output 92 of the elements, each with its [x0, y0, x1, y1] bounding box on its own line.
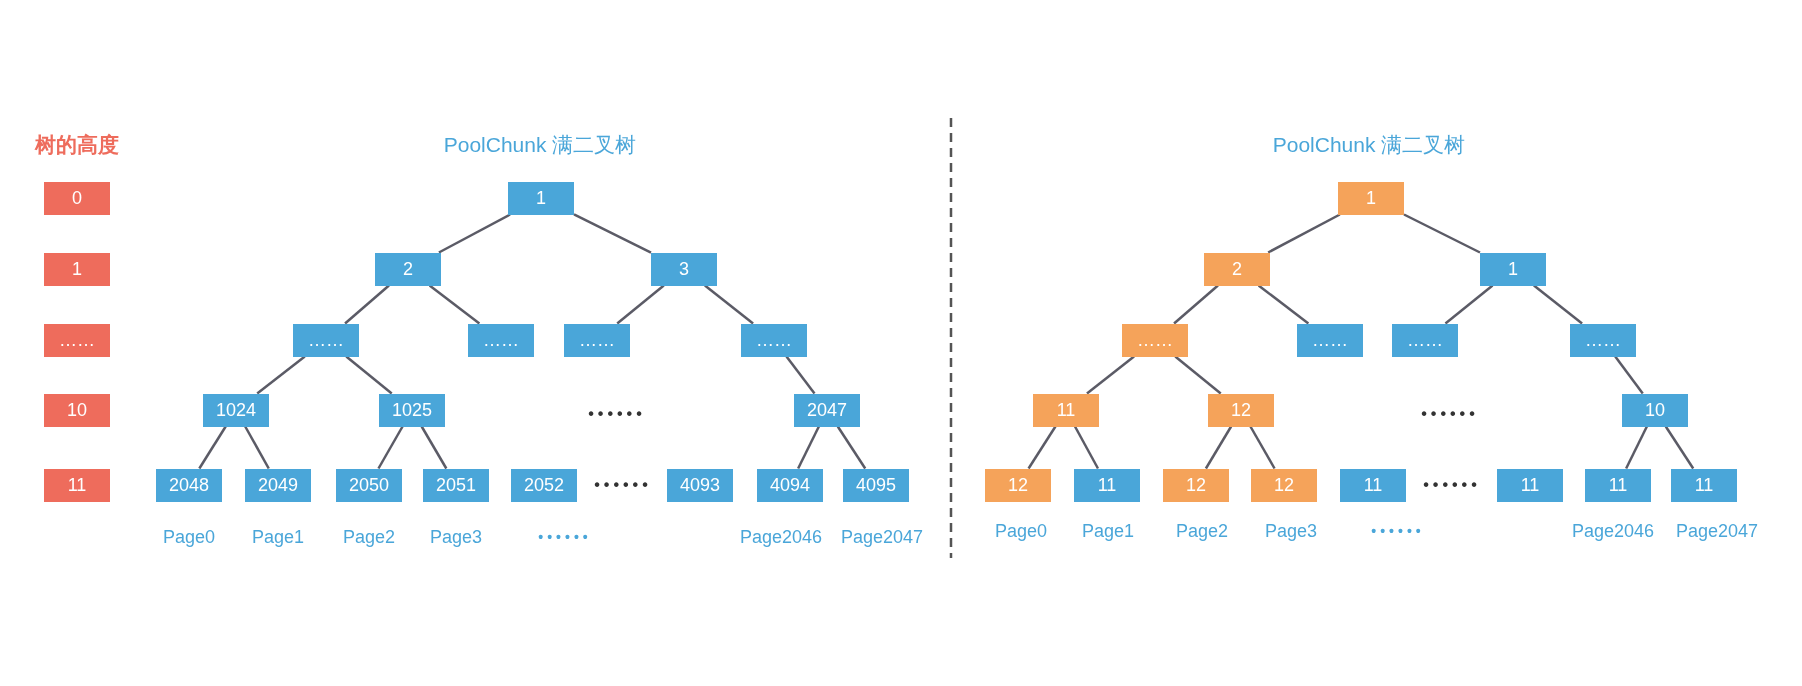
tree-edge [1533, 284, 1583, 325]
level-box: …… [44, 323, 110, 357]
tree-node-box: 10 [1622, 393, 1688, 427]
tree-edge [797, 425, 820, 470]
tree-edge [377, 425, 404, 470]
tree-edge [704, 284, 754, 325]
ellipsis-dots: •••••• [588, 405, 646, 423]
page-label: Page3 [1264, 520, 1318, 542]
ellipsis-dots: •••••• [1371, 523, 1425, 539]
tree-node-box: 4094 [757, 468, 823, 502]
tree-node-box: 3 [651, 252, 717, 286]
tree-edge [1086, 355, 1135, 395]
tree-node-box: 11 [1497, 468, 1563, 502]
level-box: 1 [44, 252, 110, 286]
tree-edge [438, 213, 511, 254]
tree-node-box: …… [564, 323, 630, 357]
level-box: 10 [44, 393, 110, 427]
tree-node-box: 1 [1338, 181, 1404, 215]
page-label: Page0 [162, 526, 216, 548]
page-label: Page2 [1175, 520, 1229, 542]
tree-node-box: 1024 [203, 393, 269, 427]
tree-edge [785, 355, 816, 395]
page-label: Page2046 [1571, 520, 1655, 542]
tree-node-box: …… [468, 323, 534, 357]
level-box: 11 [44, 468, 110, 502]
tree-node-box: 1 [508, 181, 574, 215]
tree-edge [428, 284, 481, 325]
tree-edge [1027, 425, 1057, 470]
tree-node-box: 2048 [156, 468, 222, 502]
tree-node-box: 12 [1251, 468, 1317, 502]
tree-edge [1174, 355, 1222, 395]
tree-node-box: 2052 [511, 468, 577, 502]
ellipsis-dots: •••••• [594, 476, 652, 494]
tree-edge [420, 425, 448, 470]
tree-edge [1664, 425, 1695, 470]
tree-edge [345, 355, 393, 395]
level-box: 0 [44, 181, 110, 215]
tree-node-box: 4095 [843, 468, 909, 502]
tree-node-box: 1 [1480, 252, 1546, 286]
tree-node-box: 11 [1585, 468, 1651, 502]
tree-edge [1073, 425, 1100, 470]
tree-node-box: 11 [1033, 393, 1099, 427]
ellipsis-dots: •••••• [1423, 476, 1481, 494]
tree-edge [1173, 284, 1219, 325]
page-label: Page2 [342, 526, 396, 548]
tree-edge [344, 284, 390, 325]
tree-node-box: 2 [1204, 252, 1270, 286]
page-label: Page2047 [840, 526, 924, 548]
tree-edge [1614, 355, 1644, 395]
tree-edge [1257, 284, 1310, 325]
tree-node-box: …… [1297, 323, 1363, 357]
tree-node-box: 2051 [423, 468, 489, 502]
tree-node-box: 2049 [245, 468, 311, 502]
tree-node-box: 11 [1671, 468, 1737, 502]
page-label: Page0 [994, 520, 1048, 542]
tree-node-box: 12 [985, 468, 1051, 502]
tree-edge [244, 425, 270, 470]
tree-node-box: …… [1122, 323, 1188, 357]
tree-node-box: 11 [1074, 468, 1140, 502]
tree-node-box: 2050 [336, 468, 402, 502]
axis-heading: 树的高度 [35, 132, 119, 158]
tree-edge [1204, 425, 1233, 470]
page-label: Page2046 [739, 526, 823, 548]
tree-node-box: …… [741, 323, 807, 357]
tree-edge [616, 284, 665, 325]
page-label: Page3 [429, 526, 483, 548]
tree-edge [1267, 213, 1341, 254]
tree-edge [198, 425, 227, 470]
tree-edge [256, 355, 306, 395]
page-label: Page1 [1081, 520, 1135, 542]
tree-node-box: …… [293, 323, 359, 357]
tree-node-box: 4093 [667, 468, 733, 502]
ellipsis-dots: •••••• [538, 529, 592, 545]
tree-title: PoolChunk 满二叉树 [1272, 132, 1466, 158]
tree-edge [1444, 284, 1494, 325]
tree-node-box: …… [1392, 323, 1458, 357]
tree-node-box: 2047 [794, 393, 860, 427]
page-label: Page2047 [1675, 520, 1759, 542]
page-label: Page1 [251, 526, 305, 548]
tree-edge [1249, 425, 1276, 470]
tree-node-box: 12 [1208, 393, 1274, 427]
ellipsis-dots: •••••• [1421, 405, 1479, 423]
tree-edge [836, 425, 867, 470]
tree-edge [573, 213, 652, 254]
tree-node-box: 1025 [379, 393, 445, 427]
tree-node-box: 12 [1163, 468, 1229, 502]
tree-node-box: 11 [1340, 468, 1406, 502]
tree-node-box: 2 [375, 252, 441, 286]
tree-edge [1625, 425, 1648, 470]
tree-edge [1403, 213, 1481, 254]
tree-title: PoolChunk 满二叉树 [443, 132, 637, 158]
tree-node-box: …… [1570, 323, 1636, 357]
